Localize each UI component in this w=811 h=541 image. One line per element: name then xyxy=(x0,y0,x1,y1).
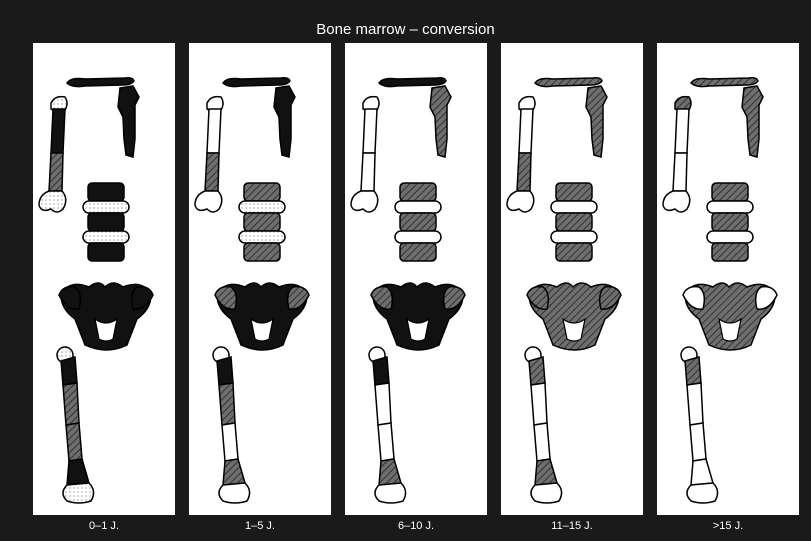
stage-panel-11-15 xyxy=(501,43,643,515)
femur-neck xyxy=(61,357,77,385)
scapula xyxy=(274,86,295,157)
clavicle xyxy=(691,78,758,87)
iliac-wing-left xyxy=(371,287,392,310)
vertebral-body xyxy=(244,183,280,201)
femur-condyle xyxy=(531,483,562,503)
intervertebral-disc xyxy=(239,201,285,213)
humerus-condyle xyxy=(351,191,378,212)
humerus-shaft xyxy=(51,109,65,153)
femur-upper-shaft xyxy=(531,383,547,425)
femur-lower-shaft xyxy=(379,459,401,485)
femur-upper-shaft xyxy=(63,383,79,425)
femur-lower-shaft xyxy=(691,459,713,485)
humerus-condyle xyxy=(507,191,534,212)
humerus-shaft xyxy=(675,109,689,153)
femur-condyle xyxy=(375,483,406,503)
iliac-wing-left xyxy=(527,287,548,310)
intervertebral-disc xyxy=(707,201,753,213)
femur-upper-shaft xyxy=(375,383,391,425)
humerus-lower xyxy=(205,153,219,191)
scapula xyxy=(586,86,607,157)
intervertebral-disc xyxy=(551,201,597,213)
stage-label-0-1: 0–1 J. xyxy=(33,519,175,533)
femur-condyle xyxy=(219,483,250,503)
clavicle xyxy=(67,78,134,87)
vertebral-body xyxy=(88,243,124,261)
vertebral-body xyxy=(400,213,436,231)
intervertebral-disc xyxy=(239,231,285,243)
stage-label-6-10: 6–10 J. xyxy=(345,519,487,533)
stage-label-over-15: >15 J. xyxy=(657,519,799,533)
clavicle xyxy=(535,78,602,87)
humerus-lower xyxy=(517,153,531,191)
iliac-wing-left xyxy=(683,287,704,310)
femur-lower-shaft xyxy=(535,459,557,485)
femur-neck xyxy=(217,357,233,385)
femur-upper-shaft xyxy=(219,383,235,425)
intervertebral-disc xyxy=(83,201,129,213)
femur-mid-shaft xyxy=(534,423,550,461)
iliac-wing-right xyxy=(444,287,465,310)
humerus-condyle xyxy=(195,191,222,212)
vertebral-body xyxy=(244,243,280,261)
vertebral-body xyxy=(400,243,436,261)
femur-neck xyxy=(373,357,389,385)
humerus-condyle xyxy=(663,191,690,212)
stage-panel-6-10 xyxy=(345,43,487,515)
femur-upper-shaft xyxy=(687,383,703,425)
femur-condyle xyxy=(63,483,94,503)
humerus-shaft xyxy=(363,109,377,153)
iliac-wing-right xyxy=(600,287,621,310)
intervertebral-disc xyxy=(551,231,597,243)
iliac-wing-right xyxy=(132,287,153,310)
figure-title: Bone marrow – conversion xyxy=(0,20,811,40)
vertebral-body xyxy=(88,213,124,231)
intervertebral-disc xyxy=(83,231,129,243)
intervertebral-disc xyxy=(707,231,753,243)
stage-panel-0-1 xyxy=(33,43,175,515)
femur-mid-shaft xyxy=(222,423,238,461)
scapula xyxy=(118,86,139,157)
femur-mid-shaft xyxy=(690,423,706,461)
femur-condyle xyxy=(687,483,718,503)
clavicle xyxy=(223,78,290,87)
iliac-wing-right xyxy=(756,287,777,310)
femur-neck xyxy=(685,357,701,385)
humerus-lower xyxy=(673,153,687,191)
vertebral-body xyxy=(712,213,748,231)
stage-label-1-5: 1–5 J. xyxy=(189,519,331,533)
vertebral-body xyxy=(400,183,436,201)
clavicle xyxy=(379,78,446,87)
intervertebral-disc xyxy=(395,201,441,213)
vertebral-body xyxy=(556,213,592,231)
femur-mid-shaft xyxy=(66,423,82,461)
vertebral-body xyxy=(712,243,748,261)
vertebral-body xyxy=(556,183,592,201)
iliac-wing-left xyxy=(59,287,80,310)
femur-lower-shaft xyxy=(223,459,245,485)
intervertebral-disc xyxy=(395,231,441,243)
stage-label-11-15: 11–15 J. xyxy=(501,519,643,533)
humerus-shaft xyxy=(207,109,221,153)
humerus-shaft xyxy=(519,109,533,153)
iliac-wing-right xyxy=(288,287,309,310)
humerus-condyle xyxy=(39,191,66,212)
femur-lower-shaft xyxy=(67,459,89,485)
femur-neck xyxy=(529,357,545,385)
vertebral-body xyxy=(244,213,280,231)
scapula xyxy=(430,86,451,157)
femur-mid-shaft xyxy=(378,423,394,461)
vertebral-body xyxy=(712,183,748,201)
stage-panel-over-15 xyxy=(657,43,799,515)
humerus-lower xyxy=(49,153,63,191)
humerus-lower xyxy=(361,153,375,191)
stage-panel-1-5 xyxy=(189,43,331,515)
vertebral-body xyxy=(88,183,124,201)
scapula xyxy=(742,86,763,157)
iliac-wing-left xyxy=(215,287,236,310)
vertebral-body xyxy=(556,243,592,261)
